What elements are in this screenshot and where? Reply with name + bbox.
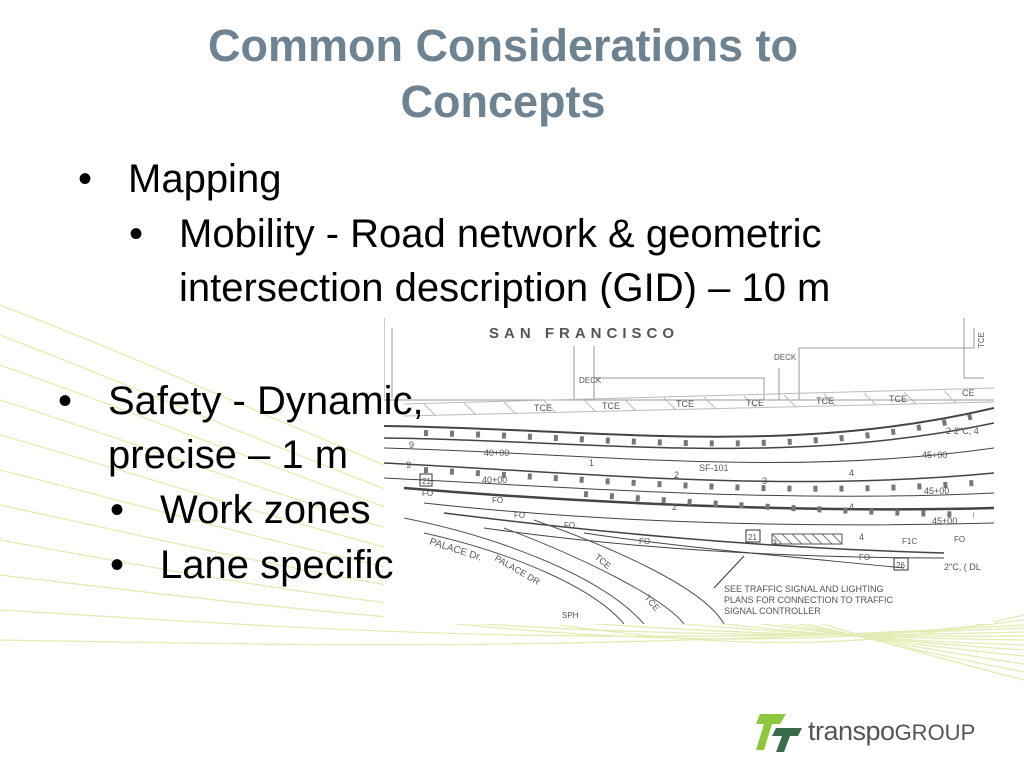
note-line-3: SIGNAL CONTROLLER <box>724 606 821 616</box>
tce-label-3: TCE <box>676 399 694 409</box>
tce-label-9: TCE <box>977 332 986 348</box>
station-label: 40+00 <box>484 448 509 458</box>
tce-label-6: TCE <box>889 394 907 404</box>
tce-label-7: TCE <box>593 552 613 571</box>
engineering-drawing: SAN FRANCISCO DECK DECK TCE TCE TCE TCE … <box>384 308 994 624</box>
fo-label-3: FO <box>514 511 525 520</box>
sph-label: SPH <box>562 611 579 620</box>
bullet-lane-specific-text: Lane specific <box>160 543 394 587</box>
logo-text-group: GROUP <box>894 720 976 745</box>
title-line-2: Concepts <box>400 76 606 127</box>
station-label-2: 40+00 <box>482 475 507 485</box>
bullet-lane-specific: • Lane specific <box>110 538 394 592</box>
map-number: 3 <box>762 476 767 486</box>
palace-dr-label-2: PALACE DR <box>493 553 542 587</box>
bullet-dot: • <box>58 379 73 423</box>
ce-label: CE <box>962 388 975 398</box>
bullet-mobility-line-2: intersection description (GID) – 10 m <box>179 266 831 310</box>
box-21-2: 21 <box>748 533 757 542</box>
station-label-3: 45+00 <box>922 450 947 460</box>
fo-label-5: FO <box>639 537 650 546</box>
map-number: 9 <box>406 460 411 470</box>
map-number: 9 <box>409 440 414 450</box>
map-number: 1 <box>589 458 594 468</box>
deck-label-2: DECK <box>774 353 797 362</box>
station-label-4: 45+00 <box>924 486 949 496</box>
bullet-mapping: • Mapping <box>78 152 282 206</box>
title-line-1: Common Considerations to <box>207 20 798 71</box>
box-26: 26 <box>896 561 905 570</box>
note-line-2: PLANS FOR CONNECTION TO TRAFFIC <box>724 595 894 605</box>
fo-label-7: FO <box>954 535 965 544</box>
map-number: 4 <box>849 502 854 512</box>
fo-label-2: FO <box>492 496 503 505</box>
bullet-dot: • <box>110 543 125 587</box>
tce-label: TCE <box>534 403 552 413</box>
bullet-safety-line-1: Safety - Dynamic, <box>108 379 424 423</box>
map-number: 4 <box>849 468 854 478</box>
station-label-5: 45+00 <box>932 516 957 526</box>
conduit-label-2: 2"C, ( DL <box>944 562 981 572</box>
transpo-group-logo: transpoGROUP <box>756 710 996 754</box>
box-21: 21 <box>422 477 431 486</box>
fo-label: FO <box>422 489 433 498</box>
map-number: 2 <box>674 470 679 480</box>
fo-label-6: FO <box>859 553 870 562</box>
transpo-logo-icon <box>756 714 802 752</box>
bullet-work-zones-text: Work zones <box>160 488 371 532</box>
route-label: SF-101 <box>699 463 729 473</box>
logo-text-main: transpo <box>808 716 895 746</box>
logo-text: transpoGROUP <box>808 716 975 747</box>
f1c-label: F1C <box>902 537 917 546</box>
tce-label-8: TCE <box>642 593 661 613</box>
map-number: 4 <box>859 532 864 542</box>
bullet-mapping-text: Mapping <box>128 157 282 201</box>
bullet-safety-line-2: precise – 1 m <box>108 433 349 477</box>
bullet-dot: • <box>78 157 93 201</box>
map-number: 2 <box>672 502 677 512</box>
tce-label-2: TCE <box>602 401 620 411</box>
bullet-mobility: • Mobility - Road network & geometric in… <box>129 207 831 315</box>
tce-label-5: TCE <box>816 396 834 406</box>
bullet-mobility-line-1: Mobility - Road network & geometric <box>179 212 822 256</box>
bullet-dot: • <box>129 212 144 256</box>
bullet-work-zones: • Work zones <box>110 483 371 537</box>
note-line-1: SEE TRAFFIC SIGNAL AND LIGHTING <box>724 584 884 594</box>
map-number: 3 <box>772 538 777 548</box>
tce-label-4: TCE <box>746 398 764 408</box>
deck-label: DECK <box>579 376 602 385</box>
slide-title: Common Considerations to Concepts <box>0 18 1006 130</box>
bullet-safety: • Safety - Dynamic, precise – 1 m <box>58 374 424 482</box>
map-heading: SAN FRANCISCO <box>489 325 679 342</box>
conduit-label: 2-2"C, 4 <box>946 426 979 436</box>
fo-label-4: FO <box>564 521 575 530</box>
bullet-dot: • <box>110 488 125 532</box>
